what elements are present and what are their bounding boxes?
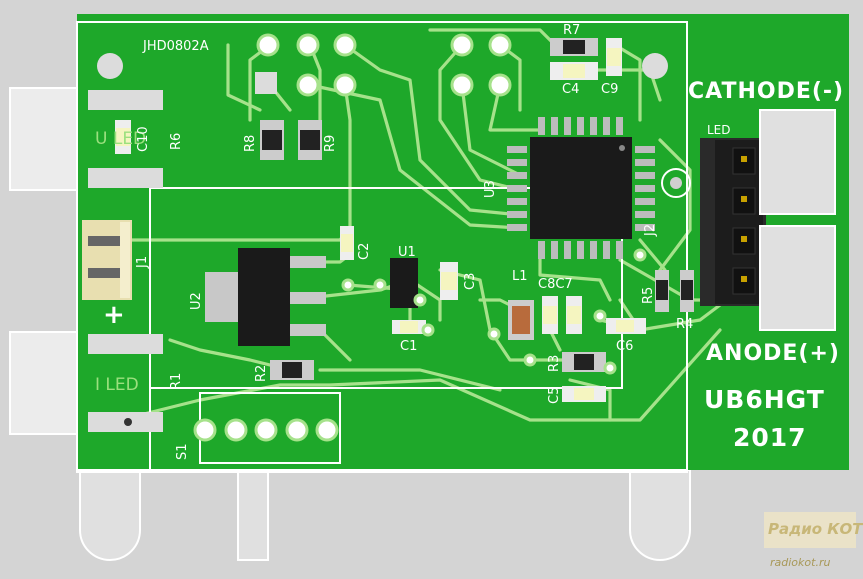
u2-label: U2 <box>189 292 204 310</box>
u3-label: U3 <box>483 180 498 198</box>
r4-label: R4 <box>676 317 693 332</box>
watermark-name: Радио КОТ <box>768 520 863 538</box>
j2-pad <box>670 177 682 189</box>
fixture-outline <box>9 87 691 561</box>
j1-label: J1 <box>135 256 150 269</box>
c9-label: C9 <box>601 82 618 97</box>
watermark-logo: Радио КОТ radiokot.ru <box>764 512 863 569</box>
r6-label: R6 <box>169 133 184 150</box>
plus-sign: + <box>103 300 125 330</box>
anode-terminal <box>759 225 836 331</box>
c3-label: C3 <box>463 273 478 290</box>
header-label: LED <box>707 123 731 137</box>
vias <box>341 248 647 375</box>
watermark-url: radiokot.ru <box>770 556 830 569</box>
labels: JHD0802A LED CATHODE(-) ANODE(+) UB6HGT … <box>95 23 844 460</box>
l1-label: L1 <box>512 269 528 284</box>
i-led-label: I LED <box>95 375 139 395</box>
r9-label: R9 <box>323 135 338 152</box>
u2-regulator <box>205 248 326 346</box>
c4-label: C4 <box>562 82 579 97</box>
side-pads <box>88 90 163 432</box>
r3-label: R3 <box>547 355 562 372</box>
anode-label: ANODE(+) <box>706 341 840 366</box>
smd-parts <box>115 38 694 402</box>
j2-test-point <box>661 168 691 198</box>
j1-connector <box>82 220 132 300</box>
r2-label: R2 <box>254 365 269 382</box>
c2-label: C2 <box>357 243 372 260</box>
led-header <box>700 138 766 306</box>
c8c7-label: C8C7 <box>538 277 573 292</box>
year-label: 2017 <box>733 423 807 452</box>
j2-silk-label: J2 <box>643 224 658 237</box>
s1-pins <box>193 418 339 442</box>
r8-label: R8 <box>243 135 258 152</box>
cathode-terminal <box>759 109 836 215</box>
u3-mcu <box>507 117 655 259</box>
u-led-label: U LED <box>95 129 146 149</box>
r5-label: R5 <box>641 287 656 304</box>
module-header <box>255 33 512 97</box>
r1-label: R1 <box>169 373 184 390</box>
module-label: JHD0802A <box>142 39 209 54</box>
u1-label: U1 <box>398 245 416 260</box>
cathode-label: CATHODE(-) <box>688 79 844 104</box>
r7-label: R7 <box>563 23 580 38</box>
c6-label: C6 <box>616 339 633 354</box>
c1-label: C1 <box>400 339 417 354</box>
s1-label: S1 <box>175 443 190 460</box>
c5-label: C5 <box>547 387 562 404</box>
mounting-holes <box>97 53 668 79</box>
c10-label: C10 <box>136 126 151 152</box>
author-label: UB6HGT <box>704 385 825 414</box>
silkscreen-outlines <box>76 21 688 473</box>
